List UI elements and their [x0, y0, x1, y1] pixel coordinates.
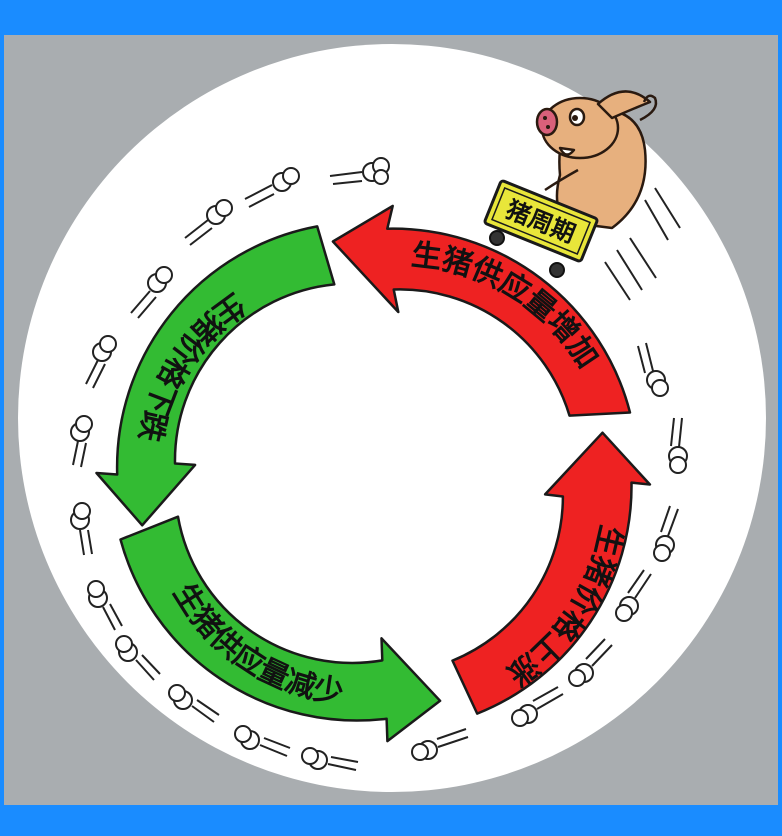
pig-snout — [537, 109, 557, 135]
cart-wheel — [490, 231, 504, 245]
cart-wheel — [550, 263, 564, 277]
